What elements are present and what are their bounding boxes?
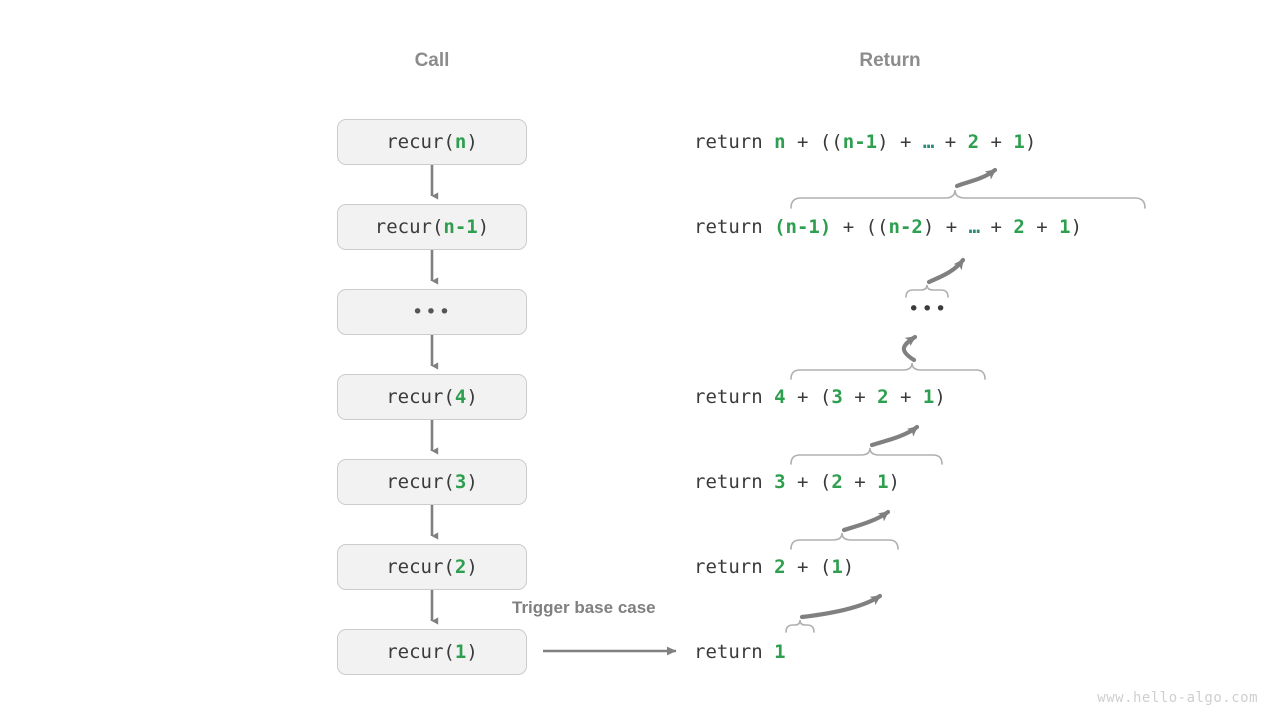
call-box-text: •••: [411, 301, 453, 323]
return-arrow-n-1-to-n: [954, 167, 998, 189]
brace-row-1: [785, 619, 815, 633]
column-header-call: Call: [414, 50, 450, 71]
watermark: www.hello-algo.com: [1097, 690, 1258, 706]
return-row-3: return 3 + (2 + 1): [694, 471, 900, 493]
call-box-text: recur(n): [386, 131, 478, 153]
return-row-4: return 4 + (3 + 2 + 1): [694, 386, 946, 408]
brace-row-2: [790, 532, 899, 550]
call-box-ellipsis: •••: [337, 289, 527, 335]
return-row-n: return n + ((n-1) + … + 2 + 1): [694, 131, 1037, 153]
column-header-return: Return: [859, 50, 921, 71]
return-row-1: return 1: [694, 641, 786, 663]
return-arrow-ellipsis-to-n-1: [926, 257, 966, 285]
brace-row-ellipsis: [905, 284, 949, 298]
brace-row-n-1: [790, 189, 1146, 209]
return-row-ellipsis: •••: [908, 298, 949, 320]
call-box-recur-3: recur(3): [337, 459, 527, 505]
return-row-n-1: return (n-1) + ((n-2) + … + 2 + 1): [694, 216, 1083, 238]
return-row-2: return 2 + (1): [694, 556, 855, 578]
brace-row-4: [790, 362, 986, 380]
call-box-text: recur(4): [386, 386, 478, 408]
call-box-recur-4: recur(4): [337, 374, 527, 420]
call-box-recur-1: recur(1): [337, 629, 527, 675]
return-arrow-1-to-2: [799, 593, 883, 620]
call-box-text: recur(3): [386, 471, 478, 493]
return-arrow-3-to-4: [869, 424, 920, 448]
call-box-text: recur(1): [386, 641, 478, 663]
brace-row-3: [790, 447, 943, 465]
call-box-recur-n-1: recur(n-1): [337, 204, 527, 250]
call-box-recur-n: recur(n): [337, 119, 527, 165]
trigger-base-case-label: Trigger base case: [512, 598, 656, 617]
return-arrow-2-to-3: [841, 509, 891, 533]
call-box-text: recur(2): [386, 556, 478, 578]
call-box-recur-2: recur(2): [337, 544, 527, 590]
return-arrow-4-to-ellipsis: [901, 334, 918, 363]
call-box-text: recur(n-1): [374, 216, 490, 238]
